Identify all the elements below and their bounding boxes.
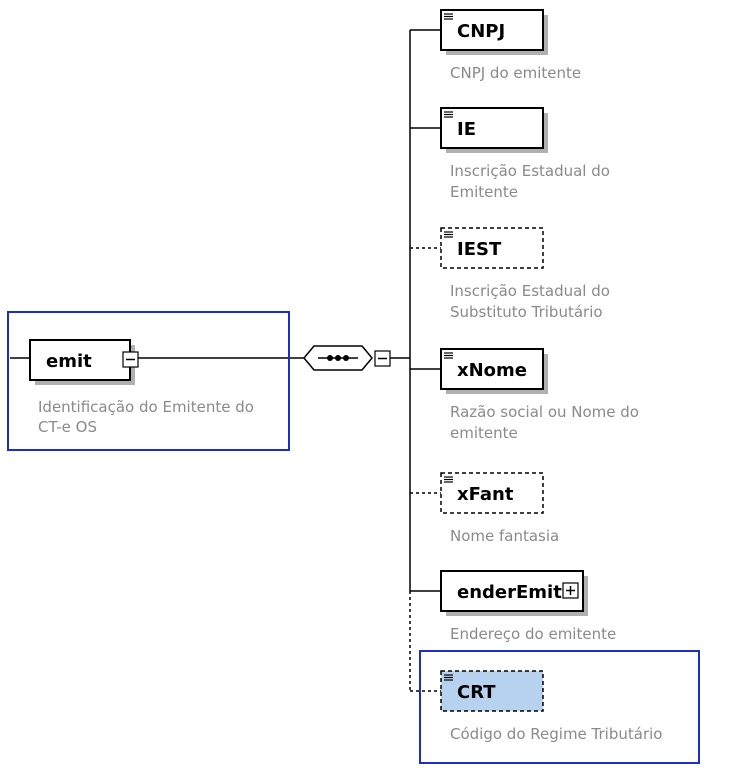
element-description: emitente xyxy=(450,424,518,442)
root-highlight-frame xyxy=(7,311,290,451)
root-description-line-2: CT-e OS xyxy=(38,418,97,436)
element-description: Código do Regime Tributário xyxy=(450,725,662,743)
element-description: Endereço do emitente xyxy=(450,625,616,643)
element-label: IEST xyxy=(457,239,502,260)
element-crt[interactable]: CRT Código do Regime Tributário xyxy=(419,650,700,764)
element-description: CNPJ do emitente xyxy=(450,64,581,82)
element-label: CNPJ xyxy=(457,21,505,42)
element-label: CRT xyxy=(457,682,496,703)
element-description: Inscrição Estadual do xyxy=(450,282,610,300)
highlight-frame xyxy=(419,650,700,764)
simple-type-icon xyxy=(444,13,453,20)
element-label: xNome xyxy=(457,360,527,381)
element-cnpj[interactable]: CNPJ CNPJ do emitente xyxy=(440,9,581,82)
simple-type-icon xyxy=(444,231,453,238)
element-box xyxy=(440,670,544,712)
element-box xyxy=(440,348,544,390)
element-box xyxy=(440,227,544,269)
element-description: Substituto Tributário xyxy=(450,303,603,321)
element-iest[interactable]: IEST Inscrição Estadual do Substituto Trib… xyxy=(440,227,610,321)
expand-icon[interactable] xyxy=(562,582,579,599)
element-description: Inscrição Estadual do xyxy=(450,162,610,180)
element-description: Razão social ou Nome do xyxy=(450,403,639,421)
collapse-icon[interactable] xyxy=(122,351,139,368)
element-description: Nome fantasia xyxy=(450,527,559,545)
element-ie[interactable]: IE Inscrição Estadual do Emitente xyxy=(440,107,610,201)
root-label: emit xyxy=(46,351,92,372)
sequence-dot-icon xyxy=(327,355,333,361)
element-label: xFant xyxy=(457,484,514,505)
simple-type-icon xyxy=(444,674,453,681)
simple-type-icon xyxy=(444,111,453,118)
element-label: IE xyxy=(457,119,476,140)
element-description: Emitente xyxy=(450,183,518,201)
element-box xyxy=(440,9,544,51)
sequence-compositor[interactable] xyxy=(303,345,391,371)
sequence-collapse-icon[interactable] xyxy=(374,350,391,367)
element-box xyxy=(440,107,544,149)
connector-lines xyxy=(10,29,441,692)
simple-type-icon xyxy=(444,352,453,359)
element-label: enderEmit xyxy=(457,582,562,603)
sequence-dot-icon xyxy=(335,355,341,361)
root-element-emit[interactable]: emit Identificação do Emitente do CT-e O… xyxy=(7,311,290,451)
sequence-dot-icon xyxy=(343,355,349,361)
root-description-line-1: Identificação do Emitente do xyxy=(38,398,254,416)
element-box xyxy=(440,570,584,612)
element-box xyxy=(440,472,544,514)
root-box xyxy=(29,339,131,381)
simple-type-icon xyxy=(444,476,453,483)
